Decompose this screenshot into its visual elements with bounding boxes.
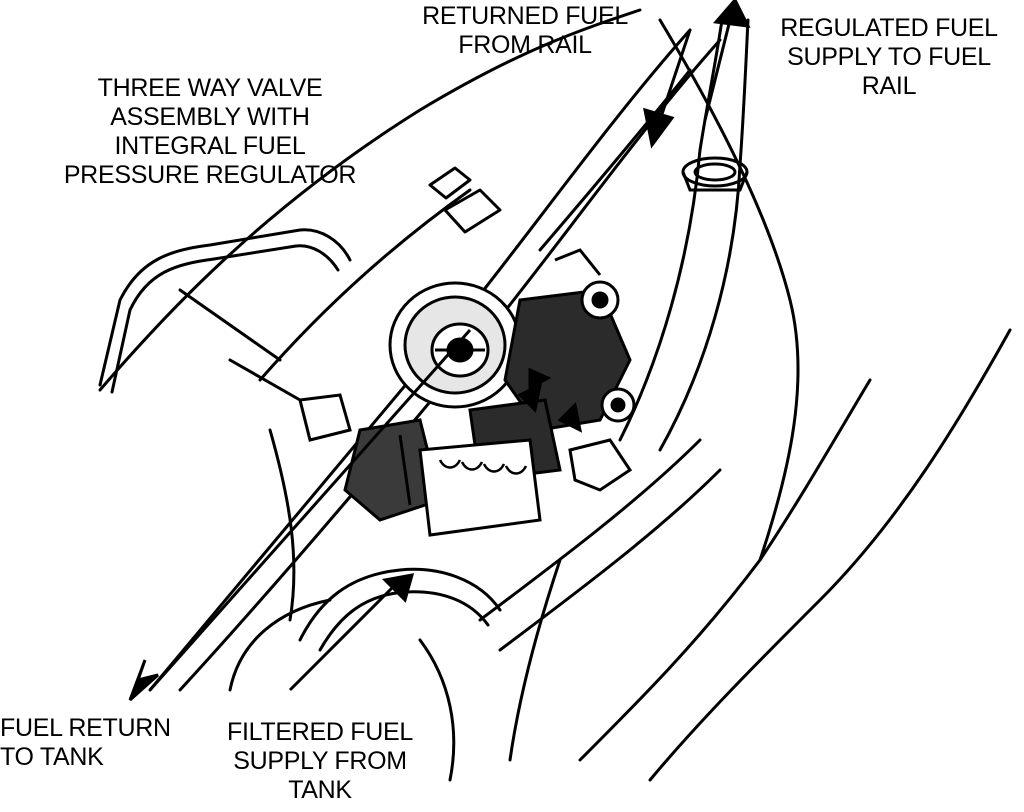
supply-line-outer <box>538 68 692 252</box>
body-crease-1 <box>258 188 472 382</box>
three-way-valve-line-3: INTEGRAL FUEL <box>114 132 306 160</box>
body-outline-lower <box>578 378 872 762</box>
three-way-valve-line-4: PRESSURE REGULATOR <box>63 161 357 189</box>
support-bracket-edge <box>178 288 302 402</box>
three-way-valve-label: THREE WAY VALVE ASSEMBLY WITH INTEGRAL F… <box>40 74 380 190</box>
regulated-line-inner <box>658 163 742 452</box>
flow-arrow-icon <box>128 0 751 702</box>
filtered-fuel-line-1: FILTERED FUEL <box>227 718 413 746</box>
tank-outline <box>228 598 456 782</box>
tab-top <box>428 166 472 200</box>
returned-fuel-label: RETURNED FUEL FROM RAIL <box>400 2 650 60</box>
hose-clamp-icon <box>681 156 749 192</box>
returned-fuel-line-1: RETURNED FUEL <box>422 2 628 30</box>
regulated-fuel-line-1: REGULATED FUEL <box>780 14 998 42</box>
regulated-fuel-line-3: RAIL <box>861 72 917 100</box>
regulated-fuel-label: REGULATED FUEL SUPPLY TO FUEL RAIL <box>764 14 1014 101</box>
filtered-fuel-label: FILTERED FUEL SUPPLY FROM TANK <box>215 718 425 805</box>
body-crease-2 <box>268 428 296 622</box>
fuel-return-line-1: FUEL RETURN <box>0 714 171 742</box>
fuel-return-label: FUEL RETURN TO TANK <box>0 714 190 772</box>
tank-supply-hose-outer <box>298 567 502 642</box>
support-bracket-inner <box>110 244 340 394</box>
lower-tube <box>478 438 722 652</box>
returned-fuel-line-2: FROM RAIL <box>458 31 592 59</box>
filtered-fuel-line-3: TANK <box>288 776 352 804</box>
body-outline-far-right <box>648 328 1012 782</box>
three-way-valve-line-1: THREE WAY VALVE <box>97 74 323 102</box>
fuel-return-line-2: TO TANK <box>0 743 104 771</box>
body-outline-left <box>98 8 642 392</box>
support-bracket <box>98 228 352 387</box>
body-crease-3 <box>508 558 562 762</box>
fitting-left <box>298 393 352 442</box>
tab-mid <box>443 188 502 234</box>
regulated-fuel-line-2: SUPPLY TO FUEL <box>787 43 991 71</box>
body-outline-right <box>658 18 800 562</box>
regulated-line-top <box>698 18 750 167</box>
filtered-fuel-line-2: SUPPLY FROM <box>233 747 407 775</box>
fitting-right <box>568 438 633 492</box>
three-way-valve-line-2: ASSEMBLY WITH <box>110 103 310 131</box>
